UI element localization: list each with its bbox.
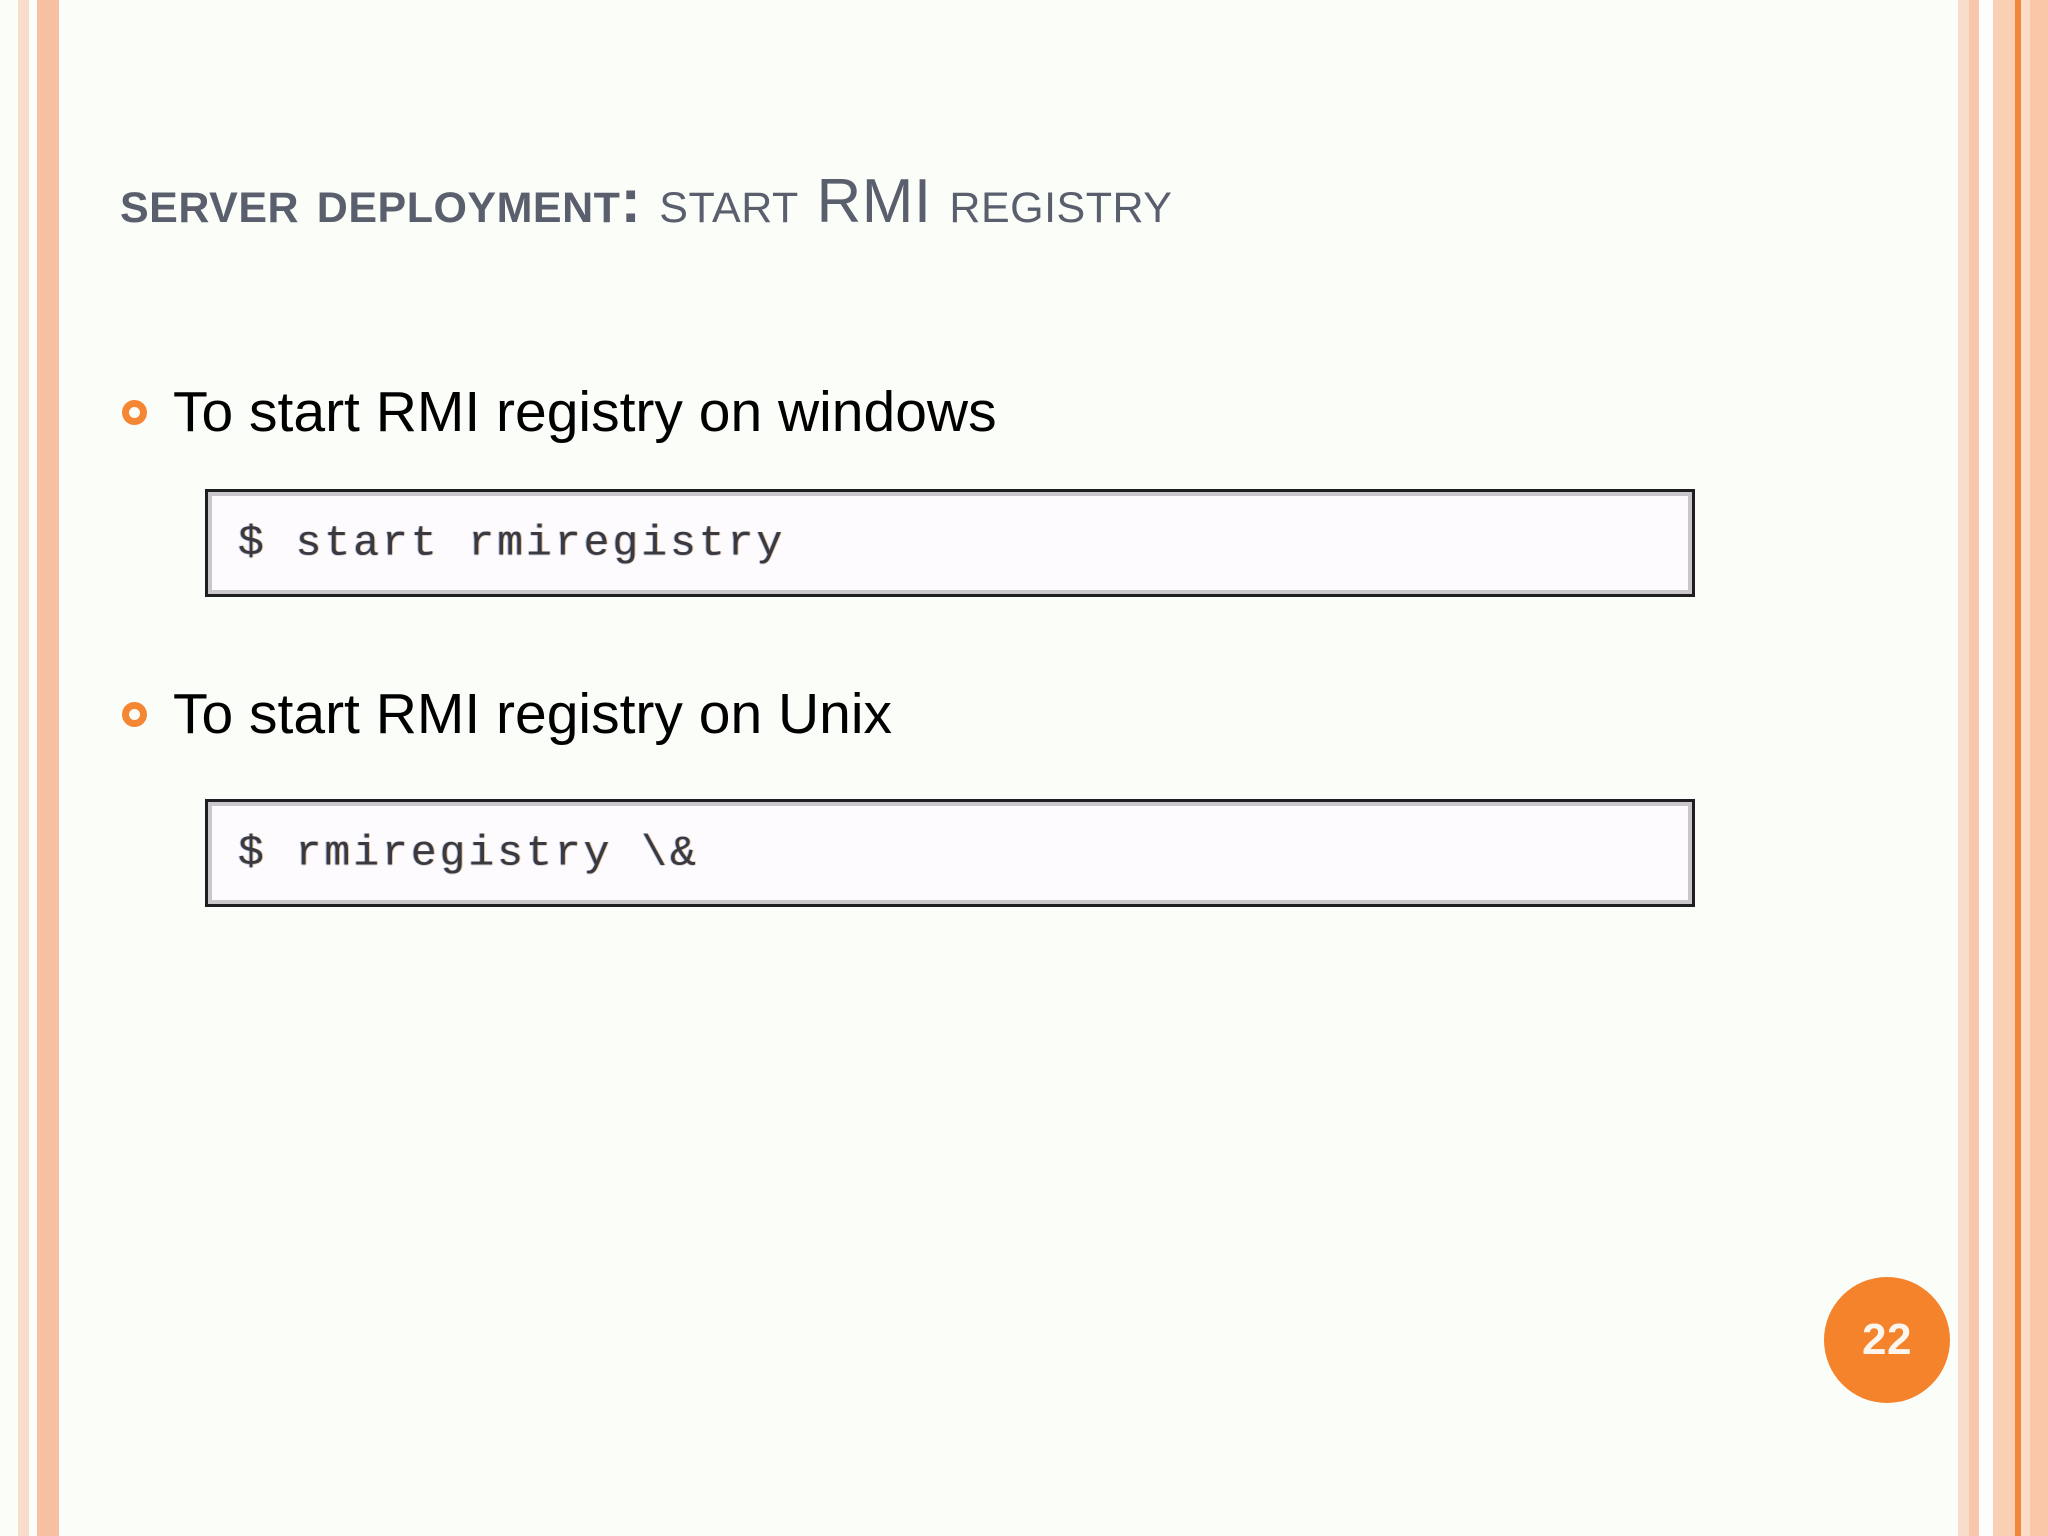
slide-title-second-line: Registry	[949, 166, 1173, 236]
code-block-unix: $ rmiregistry \&	[205, 799, 1695, 907]
slide-title: Server Deployment: Start RMI Registry	[120, 150, 1600, 254]
page-number-text: 22	[1862, 1315, 1912, 1364]
slide-title-acronym: RMI	[816, 166, 932, 236]
right-border-stripe-2	[1969, 0, 1979, 1536]
right-border-stripe-4	[2021, 0, 2030, 1536]
code-text-unix: $ rmiregistry \&	[238, 828, 699, 878]
left-border-stripe-inner	[37, 0, 59, 1536]
bullet-item-unix: To start RMI registry on Unix	[122, 684, 892, 744]
code-text-windows: $ start rmiregistry	[238, 518, 786, 568]
page-number-badge: 22	[1824, 1277, 1950, 1403]
code-block-windows: $ start rmiregistry	[205, 489, 1695, 597]
left-border-stripe-outer	[18, 0, 29, 1536]
right-border-stripe-gap	[1979, 0, 1993, 1536]
bullet-label-unix: To start RMI registry on Unix	[173, 682, 893, 746]
right-border-stripe-1	[1958, 0, 1969, 1536]
slide-title-light: Start	[659, 166, 817, 236]
hollow-circle-bullet-icon	[122, 399, 147, 425]
slide-title-separator: :	[620, 166, 660, 236]
hollow-circle-bullet-icon	[122, 701, 147, 727]
right-border-stripe-accent	[2015, 0, 2021, 1536]
right-border-stripe-5	[2030, 0, 2048, 1536]
bullet-label-windows: To start RMI registry on windows	[173, 380, 997, 444]
slide-title-strong: Server Deployment	[120, 166, 621, 236]
right-border-stripe-3	[1993, 0, 2015, 1536]
bullet-item-windows: To start RMI registry on windows	[122, 382, 997, 442]
